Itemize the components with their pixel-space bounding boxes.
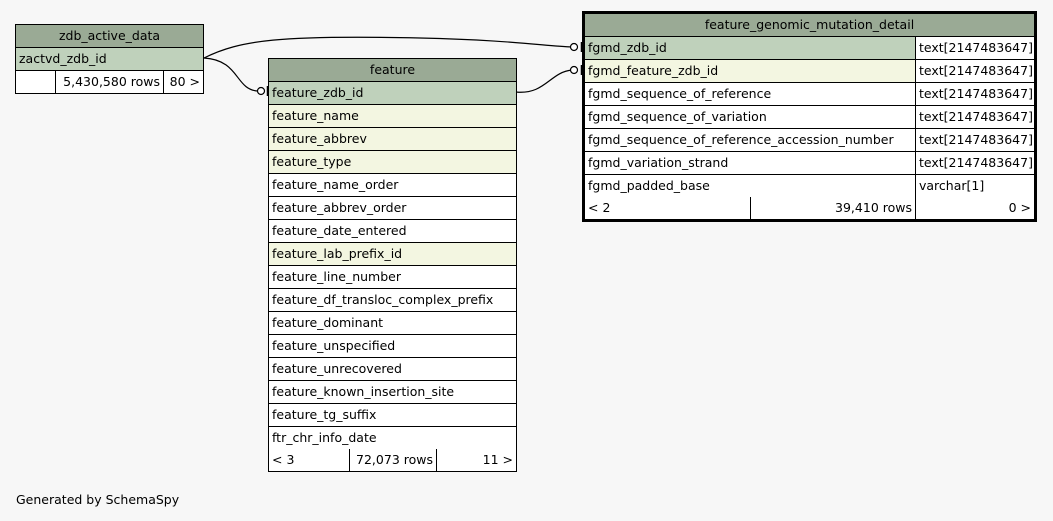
column-row[interactable]: feature_date_entered bbox=[269, 220, 516, 243]
column-name: zactvd_zdb_id bbox=[19, 51, 107, 66]
column-name: fgmd_sequence_of_reference_accession_num… bbox=[585, 129, 916, 151]
table-feature-genomic-mutation-detail[interactable]: feature_genomic_mutation_detail fgmd_zdb… bbox=[582, 11, 1037, 222]
column-type: text[2147483647] bbox=[916, 60, 1034, 82]
column-row[interactable]: feature_known_insertion_site bbox=[269, 381, 516, 404]
column-row[interactable]: feature_unspecified bbox=[269, 335, 516, 358]
parents-link[interactable] bbox=[16, 71, 56, 93]
column-name: feature_dominant bbox=[272, 315, 384, 330]
column-name: feature_known_insertion_site bbox=[272, 384, 455, 399]
children-link[interactable]: 11 > bbox=[482, 452, 513, 467]
column-name: feature_unspecified bbox=[272, 338, 396, 353]
table-footer: 5,430,580 rows 80 > bbox=[16, 71, 203, 93]
column-name: fgmd_feature_zdb_id bbox=[585, 60, 916, 82]
table-title[interactable]: feature_genomic_mutation_detail bbox=[585, 14, 1034, 37]
table-title[interactable]: feature bbox=[269, 59, 516, 82]
column-name: fgmd_sequence_of_reference bbox=[585, 83, 916, 105]
column-name: fgmd_sequence_of_variation bbox=[585, 106, 916, 128]
column-name: feature_name bbox=[272, 108, 359, 123]
column-name: fgmd_variation_strand bbox=[585, 152, 916, 174]
column-row[interactable]: feature_lab_prefix_id bbox=[269, 243, 516, 266]
generated-by-credit: Generated by SchemaSpy bbox=[16, 492, 180, 507]
crowfoot-circle-icon bbox=[569, 42, 579, 52]
column-row[interactable]: ftr_chr_info_date bbox=[269, 427, 516, 449]
column-row[interactable]: fgmd_sequence_of_reference_accession_num… bbox=[585, 129, 1034, 152]
column-type: text[2147483647] bbox=[916, 152, 1034, 174]
column-row[interactable]: zactvd_zdb_id bbox=[16, 48, 203, 71]
column-row[interactable]: feature_tg_suffix bbox=[269, 404, 516, 427]
column-row[interactable]: feature_dominant bbox=[269, 312, 516, 335]
column-row[interactable]: feature_unrecovered bbox=[269, 358, 516, 381]
column-name: fgmd_padded_base bbox=[585, 175, 916, 197]
column-name: feature_name_order bbox=[272, 177, 399, 192]
parents-link[interactable]: < 2 bbox=[585, 197, 751, 219]
column-row[interactable]: feature_abbrev bbox=[269, 128, 516, 151]
crowfoot-circle-icon bbox=[256, 86, 266, 96]
column-name: feature_abbrev_order bbox=[272, 200, 407, 215]
row-count: 39,410 rows bbox=[751, 197, 916, 219]
column-name: feature_lab_prefix_id bbox=[272, 246, 403, 261]
parents-link[interactable]: < 3 bbox=[269, 449, 350, 471]
column-type: text[2147483647] bbox=[916, 83, 1034, 105]
table-title[interactable]: zdb_active_data bbox=[16, 25, 203, 48]
column-type: text[2147483647] bbox=[916, 37, 1034, 59]
column-row[interactable]: feature_abbrev_order bbox=[269, 197, 516, 220]
column-type: text[2147483647] bbox=[916, 129, 1034, 151]
column-type: text[2147483647] bbox=[916, 106, 1034, 128]
column-name: fgmd_zdb_id bbox=[585, 37, 916, 59]
column-name: feature_line_number bbox=[272, 269, 401, 284]
children-link[interactable]: 80 > bbox=[169, 74, 200, 89]
column-name: feature_abbrev bbox=[272, 131, 367, 146]
edge-zdb-to-fgmd bbox=[203, 36, 573, 59]
column-row[interactable]: feature_name bbox=[269, 105, 516, 128]
edge-feature-to-fgmd bbox=[515, 69, 573, 93]
row-count: 72,073 rows bbox=[350, 449, 437, 471]
table-footer: < 2 39,410 rows 0 > bbox=[585, 197, 1034, 219]
column-row[interactable]: feature_df_transloc_complex_prefix bbox=[269, 289, 516, 312]
column-row[interactable]: feature_line_number bbox=[269, 266, 516, 289]
table-footer: < 3 72,073 rows 11 > bbox=[269, 449, 516, 471]
column-name: ftr_chr_info_date bbox=[272, 430, 377, 445]
column-row[interactable]: feature_zdb_id bbox=[269, 82, 516, 105]
edge-zdb-to-feature bbox=[203, 57, 259, 92]
table-zdb-active-data[interactable]: zdb_active_data zactvd_zdb_id 5,430,580 … bbox=[15, 24, 204, 94]
row-count: 5,430,580 rows bbox=[56, 71, 164, 93]
children-link[interactable]: 0 > bbox=[1008, 200, 1031, 215]
column-name: feature_type bbox=[272, 154, 352, 169]
column-row[interactable]: feature_name_order bbox=[269, 174, 516, 197]
column-name: feature_date_entered bbox=[272, 223, 407, 238]
column-name: feature_tg_suffix bbox=[272, 407, 377, 422]
column-name: feature_df_transloc_complex_prefix bbox=[272, 292, 494, 307]
crowfoot-circle-icon bbox=[569, 65, 579, 75]
column-type: varchar[1] bbox=[916, 175, 1034, 197]
column-name: feature_unrecovered bbox=[272, 361, 402, 376]
column-row[interactable]: feature_type bbox=[269, 151, 516, 174]
column-name: feature_zdb_id bbox=[272, 85, 364, 100]
